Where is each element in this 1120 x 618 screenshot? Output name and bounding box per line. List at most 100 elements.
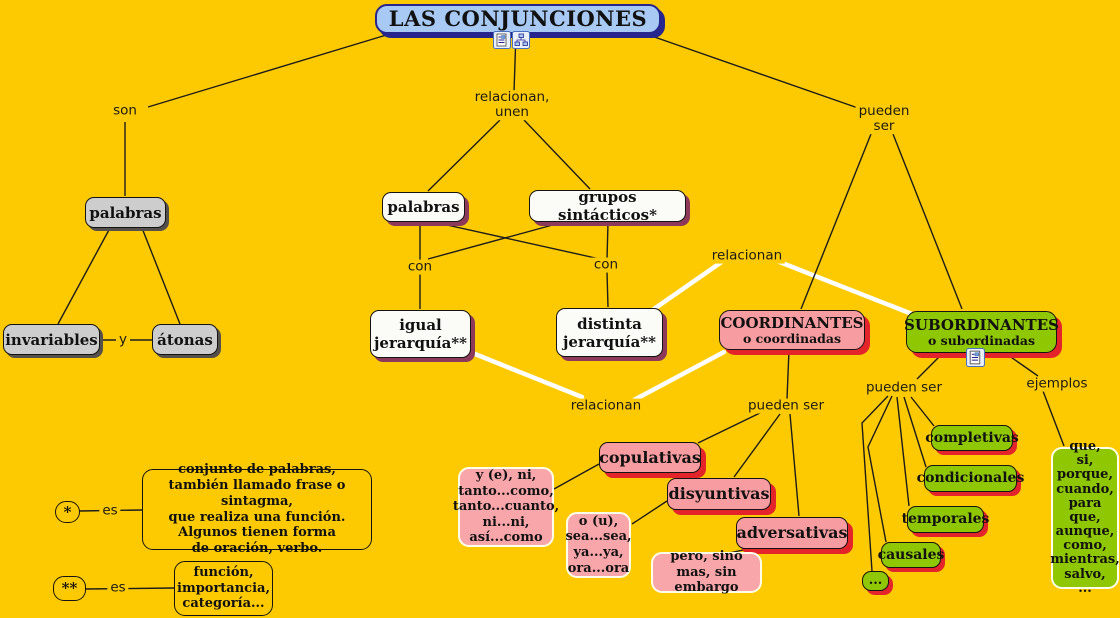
node-etcetera[interactable]: ... xyxy=(862,571,889,591)
node-text: ya...ya, xyxy=(573,545,624,560)
node-text: distinta xyxy=(577,314,642,333)
node-text: que, xyxy=(1069,439,1101,455)
document-resource-icon[interactable] xyxy=(493,31,511,49)
node-text: función, xyxy=(193,564,254,580)
link-label-line: ser xyxy=(873,118,895,134)
node-subordinantes[interactable]: SUBORDINANTES o subordinadas xyxy=(904,311,1059,353)
node-text: para que, xyxy=(1068,495,1102,525)
link-label-line: unen xyxy=(495,104,529,120)
node-title: COORDINANTES xyxy=(720,313,864,332)
node-subtitle: o coordinadas xyxy=(742,330,842,346)
link-label-son[interactable]: son xyxy=(110,103,140,119)
node-text: mas, sin embargo xyxy=(674,564,739,596)
tree-resource-icon[interactable] xyxy=(512,31,530,49)
node-text: ... xyxy=(868,573,883,589)
link-label-line: relacionan, xyxy=(474,89,550,106)
link-label-y[interactable]: y xyxy=(116,332,130,348)
node-text: jerarquía** xyxy=(563,332,656,351)
node-text: condicionales xyxy=(916,470,1025,487)
node-text: grupos sintácticos* xyxy=(558,188,657,224)
node-text: cuando, xyxy=(1056,481,1114,497)
node-disyuntivas[interactable]: disyuntivas xyxy=(667,478,771,510)
node-text: tanto...como, xyxy=(458,483,554,499)
node-text: conjunto de palabras, xyxy=(178,461,336,477)
node-palabras-gray[interactable]: palabras xyxy=(85,197,166,228)
node-text: palabras xyxy=(387,198,460,216)
node-asterisk[interactable]: * xyxy=(55,501,80,523)
node-text: si, xyxy=(1076,453,1094,469)
node-completivas[interactable]: completivas xyxy=(925,425,1019,451)
node-text: copulativas xyxy=(599,447,701,467)
node-atonas[interactable]: átonas xyxy=(152,324,218,355)
white-relation-links xyxy=(467,256,915,403)
node-condicionales[interactable]: condicionales xyxy=(917,465,1024,492)
node-text: pero, sino xyxy=(670,549,743,565)
link-label-con-right[interactable]: con xyxy=(590,257,622,273)
document-resource-icon[interactable] xyxy=(966,348,985,367)
node-text: ora...ora xyxy=(567,560,630,576)
node-ejemplos-disyuntivas[interactable]: o (u), sea...sea, ya...ya, ora...ora xyxy=(565,512,632,578)
node-causales[interactable]: causales xyxy=(878,542,944,568)
node-text: causales xyxy=(877,546,945,563)
black-links xyxy=(57,32,1065,590)
node-text: temporales xyxy=(901,511,990,528)
node-text: porque, xyxy=(1057,467,1113,483)
node-text: palabras xyxy=(89,203,162,222)
node-adversativas[interactable]: adversativas xyxy=(736,517,848,549)
node-text: jerarquía** xyxy=(374,334,467,352)
node-double-asterisk[interactable]: ** xyxy=(53,576,86,601)
node-title: SUBORDINANTES xyxy=(904,315,1059,334)
node-text: disyuntivas xyxy=(668,484,770,504)
node-text: sea...sea, xyxy=(565,529,632,545)
node-distinta-jerarquia[interactable]: distinta jerarquía** xyxy=(556,308,663,357)
node-text: igual xyxy=(399,316,442,334)
node-text: aunque, xyxy=(1055,524,1115,540)
node-definition-sintagma[interactable]: conjunto de palabras, también llamado fr… xyxy=(142,462,372,556)
node-definition-jerarquia[interactable]: función, importancia, categoría... xyxy=(174,561,273,616)
node-text: invariables xyxy=(5,330,98,349)
node-copulativas[interactable]: copulativas xyxy=(599,442,701,473)
node-ejemplos-copulativas[interactable]: y (e), ni, tanto...como, tanto...cuanto,… xyxy=(453,467,559,547)
node-grupos-sintacticos[interactable]: grupos sintácticos* xyxy=(529,188,686,224)
node-text: ni...ni, xyxy=(482,514,530,530)
link-label-es-2[interactable]: es xyxy=(107,580,129,596)
link-label-relacionan-upper[interactable]: relacionan xyxy=(708,248,786,264)
node-text: tanto...cuanto, xyxy=(452,499,560,515)
title-node[interactable]: LAS CONJUNCIONES xyxy=(375,4,661,34)
node-text: completivas xyxy=(925,429,1019,446)
node-text: * xyxy=(63,502,72,521)
link-label-ejemplos[interactable]: ejemplos xyxy=(1023,376,1091,392)
node-text: de oración, verbo. xyxy=(191,541,323,557)
node-text: que realiza una función. xyxy=(168,509,346,525)
node-text: o (u), xyxy=(578,513,619,529)
node-text: mientras, xyxy=(1050,552,1120,568)
node-text: categoría... xyxy=(182,596,265,612)
node-text: ** xyxy=(61,579,78,598)
link-label-es-1[interactable]: es xyxy=(99,503,121,519)
link-label-con-left[interactable]: con xyxy=(404,259,436,275)
node-text: importancia, xyxy=(177,580,270,596)
link-label-pueden-ser-coord[interactable]: pueden ser xyxy=(744,398,828,414)
node-text: salvo, xyxy=(1064,566,1106,582)
node-text: también llamado frase o sintagma, xyxy=(168,477,346,509)
node-invariables[interactable]: invariables xyxy=(3,324,100,355)
node-palabras-white[interactable]: palabras xyxy=(382,192,465,222)
title-text: LAS CONJUNCIONES xyxy=(388,6,648,32)
node-text: adversativas xyxy=(736,523,848,543)
node-igual-jerarquia[interactable]: igual jerarquía** xyxy=(370,310,471,358)
node-temporales[interactable]: temporales xyxy=(902,506,989,533)
node-coordinantes[interactable]: COORDINANTES o coordinadas xyxy=(719,310,865,350)
link-label-pueden-ser-sub[interactable]: pueden ser xyxy=(862,380,946,396)
link-label-line: pueden xyxy=(858,103,910,120)
node-ejemplos-subordinantes[interactable]: que, si, porque, cuando, para que, aunqu… xyxy=(1050,439,1120,595)
node-text: Algunos tienen forma xyxy=(178,525,336,541)
link-label-pueden-ser-top[interactable]: pueden ser xyxy=(855,103,913,134)
node-text: como, xyxy=(1063,538,1107,554)
node-ejemplos-adversativas[interactable]: pero, sino mas, sin embargo xyxy=(651,549,762,596)
link-label-relacionan-lower[interactable]: relacionan xyxy=(567,398,645,414)
node-text: átonas xyxy=(157,330,213,349)
link-label-relacionan-unen[interactable]: relacionan, unen xyxy=(471,89,553,120)
node-text: ... xyxy=(1078,580,1092,596)
